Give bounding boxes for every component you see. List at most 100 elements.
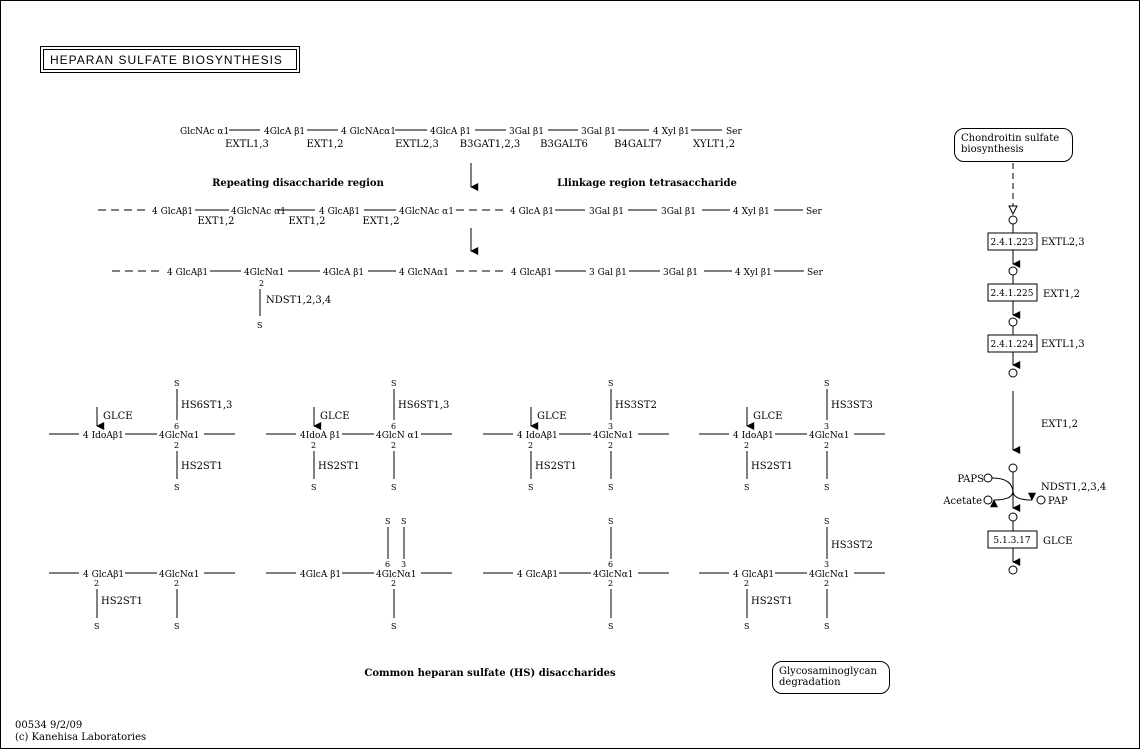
row3-enzyme-ndst[interactable]: NDST1,2,3,4 bbox=[266, 295, 331, 306]
row1-residue: GlcNAc α1 bbox=[180, 127, 229, 137]
compound-node[interactable] bbox=[1008, 317, 1018, 327]
compound-node[interactable] bbox=[1008, 463, 1018, 473]
compound-node[interactable] bbox=[1008, 368, 1018, 378]
cofactor-paps[interactable]: PAPS bbox=[957, 474, 984, 485]
row3-sulfate: S bbox=[257, 321, 262, 330]
chondroitin-sulfate-map-link[interactable]: Chondroitin sulfate biosynthesis bbox=[954, 128, 1073, 162]
mod-bottom-position: 2 bbox=[174, 441, 179, 450]
common-enzyme[interactable]: HS2ST1 bbox=[751, 596, 793, 607]
common-bottom-sulfate: S bbox=[608, 622, 613, 631]
glycosaminoglycan-degradation-map-link[interactable]: Glycosaminoglycan degradation bbox=[772, 661, 890, 694]
mod-top-position: 6 bbox=[174, 422, 179, 431]
compound-node[interactable] bbox=[1008, 565, 1018, 575]
common-right-residue: 4GlcNα1 bbox=[809, 570, 850, 580]
common-bottom-position: 2 bbox=[824, 579, 829, 588]
ec-2-4-1-224[interactable]: 2.4.1.224 bbox=[991, 340, 1034, 350]
gene-extl13[interactable]: EXTL1,3 bbox=[1041, 339, 1085, 350]
section-linkage-region: Llinkage region tetrasaccharide bbox=[557, 178, 737, 189]
gene-extl23[interactable]: EXTL2,3 bbox=[1041, 237, 1085, 248]
mod-bottom-sulfate: S bbox=[824, 483, 829, 492]
epimerase-glce[interactable]: GLCE bbox=[753, 411, 783, 422]
ec-5-1-3-17[interactable]: 5.1.3.17 bbox=[993, 536, 1030, 546]
common-idoa-sulfate: S bbox=[94, 622, 99, 631]
mod-idoa-position: 2 bbox=[311, 441, 316, 450]
compound-node[interactable] bbox=[1008, 266, 1018, 276]
compound-paps[interactable] bbox=[983, 473, 993, 483]
common-right-residue: 4GlcNα1 bbox=[593, 570, 634, 580]
gene-ext12[interactable]: EXT1,2 bbox=[1043, 289, 1080, 300]
common-bottom-position: 2 bbox=[391, 579, 396, 588]
mod-top-enzyme[interactable]: HS3ST3 bbox=[831, 400, 873, 411]
row1-residue: 4GlcA β1 bbox=[264, 127, 305, 137]
epimerase-glce[interactable]: GLCE bbox=[537, 411, 567, 422]
mod-right-residue: 4GlcNα1 bbox=[809, 431, 850, 441]
footer: 00534 9/2/09 (c) Kanehisa Laboratories bbox=[15, 720, 146, 744]
common-bottom-sulfate: S bbox=[391, 622, 396, 631]
mod-top-enzyme[interactable]: HS6ST1,3 bbox=[181, 400, 232, 411]
mod-left-residue: 4 IdoAβ1 bbox=[517, 431, 558, 441]
row2-enzyme[interactable]: EXT1,2 bbox=[289, 216, 326, 227]
row1-enzyme[interactable]: EXTL2,3 bbox=[395, 139, 439, 150]
section-repeating-region: Repeating disaccharide region bbox=[212, 178, 384, 189]
gene-ext12-b[interactable]: EXT1,2 bbox=[1041, 419, 1078, 430]
gene-glce[interactable]: GLCE bbox=[1043, 536, 1073, 547]
row1-enzyme[interactable]: B3GAT1,2,3 bbox=[460, 139, 521, 150]
row1-residue: 4 Xyl β1 bbox=[653, 127, 690, 137]
paps-arc bbox=[991, 477, 1014, 494]
common-top-sulfate: S bbox=[824, 517, 829, 526]
row1-enzyme[interactable]: XYLT1,2 bbox=[693, 139, 735, 150]
cofactor-acetate[interactable]: Acetate bbox=[942, 496, 982, 507]
mod-bottom-enzyme[interactable]: HS2ST1 bbox=[181, 461, 223, 472]
mod-bottom-enzyme[interactable]: HS2ST1 bbox=[535, 461, 577, 472]
row1-enzyme[interactable]: EXTL1,3 bbox=[225, 139, 269, 150]
mod-idoa-position: 2 bbox=[528, 441, 533, 450]
row3-residue: Ser bbox=[807, 268, 823, 278]
mod-left-residue: 4 IdoAβ1 bbox=[83, 431, 124, 441]
mod-bottom-enzyme[interactable]: HS2ST1 bbox=[751, 461, 793, 472]
row3-residue: 4GlcA β1 bbox=[323, 268, 364, 278]
mod-top-position: 3 bbox=[608, 422, 613, 431]
open-arrow-head bbox=[1008, 205, 1018, 216]
mod-bottom-enzyme[interactable]: HS2ST1 bbox=[318, 461, 360, 472]
cofactor-pap[interactable]: PAP bbox=[1048, 496, 1068, 507]
common-enzyme[interactable]: HS2ST1 bbox=[101, 596, 143, 607]
common-top-enzyme[interactable]: HS3ST2 bbox=[831, 540, 873, 551]
common-bottom-position: 2 bbox=[608, 579, 613, 588]
compound-node[interactable] bbox=[1008, 215, 1018, 225]
compound-node[interactable] bbox=[1008, 512, 1018, 522]
common-left-residue: 4 GlcAβ1 bbox=[83, 570, 124, 580]
mod-idoa-sulfate: S bbox=[528, 483, 533, 492]
row1-residue: Ser bbox=[726, 127, 742, 137]
row2-enzyme[interactable]: EXT1,2 bbox=[363, 216, 400, 227]
row2-enzyme[interactable]: EXT1,2 bbox=[198, 216, 235, 227]
row3-residue: 4GlcNα1 bbox=[244, 268, 285, 278]
row1-enzyme[interactable]: B3GALT6 bbox=[540, 139, 588, 150]
compound-pap[interactable] bbox=[1036, 495, 1046, 505]
gene-ndst[interactable]: NDST1,2,3,4 bbox=[1041, 482, 1106, 493]
common-sulfate-3: S bbox=[401, 517, 406, 526]
row1-enzyme[interactable]: B4GALT7 bbox=[614, 139, 662, 150]
common-top-sulfate: S bbox=[608, 517, 613, 526]
row1-enzyme[interactable]: EXT1,2 bbox=[307, 139, 344, 150]
row1-residue: 3Gal β1 bbox=[581, 127, 616, 137]
ec-2-4-1-225[interactable]: 2.4.1.225 bbox=[991, 289, 1034, 299]
common-bottom-sulfate: S bbox=[174, 622, 179, 631]
mod-top-enzyme[interactable]: HS6ST1,3 bbox=[398, 400, 449, 411]
mod-bottom-sulfate: S bbox=[391, 483, 396, 492]
row1-residue: 3Gal β1 bbox=[509, 127, 544, 137]
footer-copyright: (c) Kanehisa Laboratories bbox=[15, 732, 147, 743]
row3-residue: 4 GlcNAα1 bbox=[399, 268, 449, 278]
pap-arc bbox=[1012, 490, 1037, 501]
mod-top-enzyme[interactable]: HS3ST2 bbox=[615, 400, 657, 411]
row2-residue: 4 GlcAβ1 bbox=[152, 207, 193, 217]
mod-bottom-position: 2 bbox=[824, 441, 829, 450]
compound-acetate[interactable] bbox=[983, 495, 993, 505]
epimerase-glce[interactable]: GLCE bbox=[103, 411, 133, 422]
common-bottom-position: 2 bbox=[174, 579, 179, 588]
mod-left-residue: 4 IdoAβ1 bbox=[733, 431, 774, 441]
row3-residue: 4 GlcAβ1 bbox=[167, 268, 208, 278]
epimerase-glce[interactable]: GLCE bbox=[320, 411, 350, 422]
ec-2-4-1-223[interactable]: 2.4.1.223 bbox=[991, 238, 1034, 248]
